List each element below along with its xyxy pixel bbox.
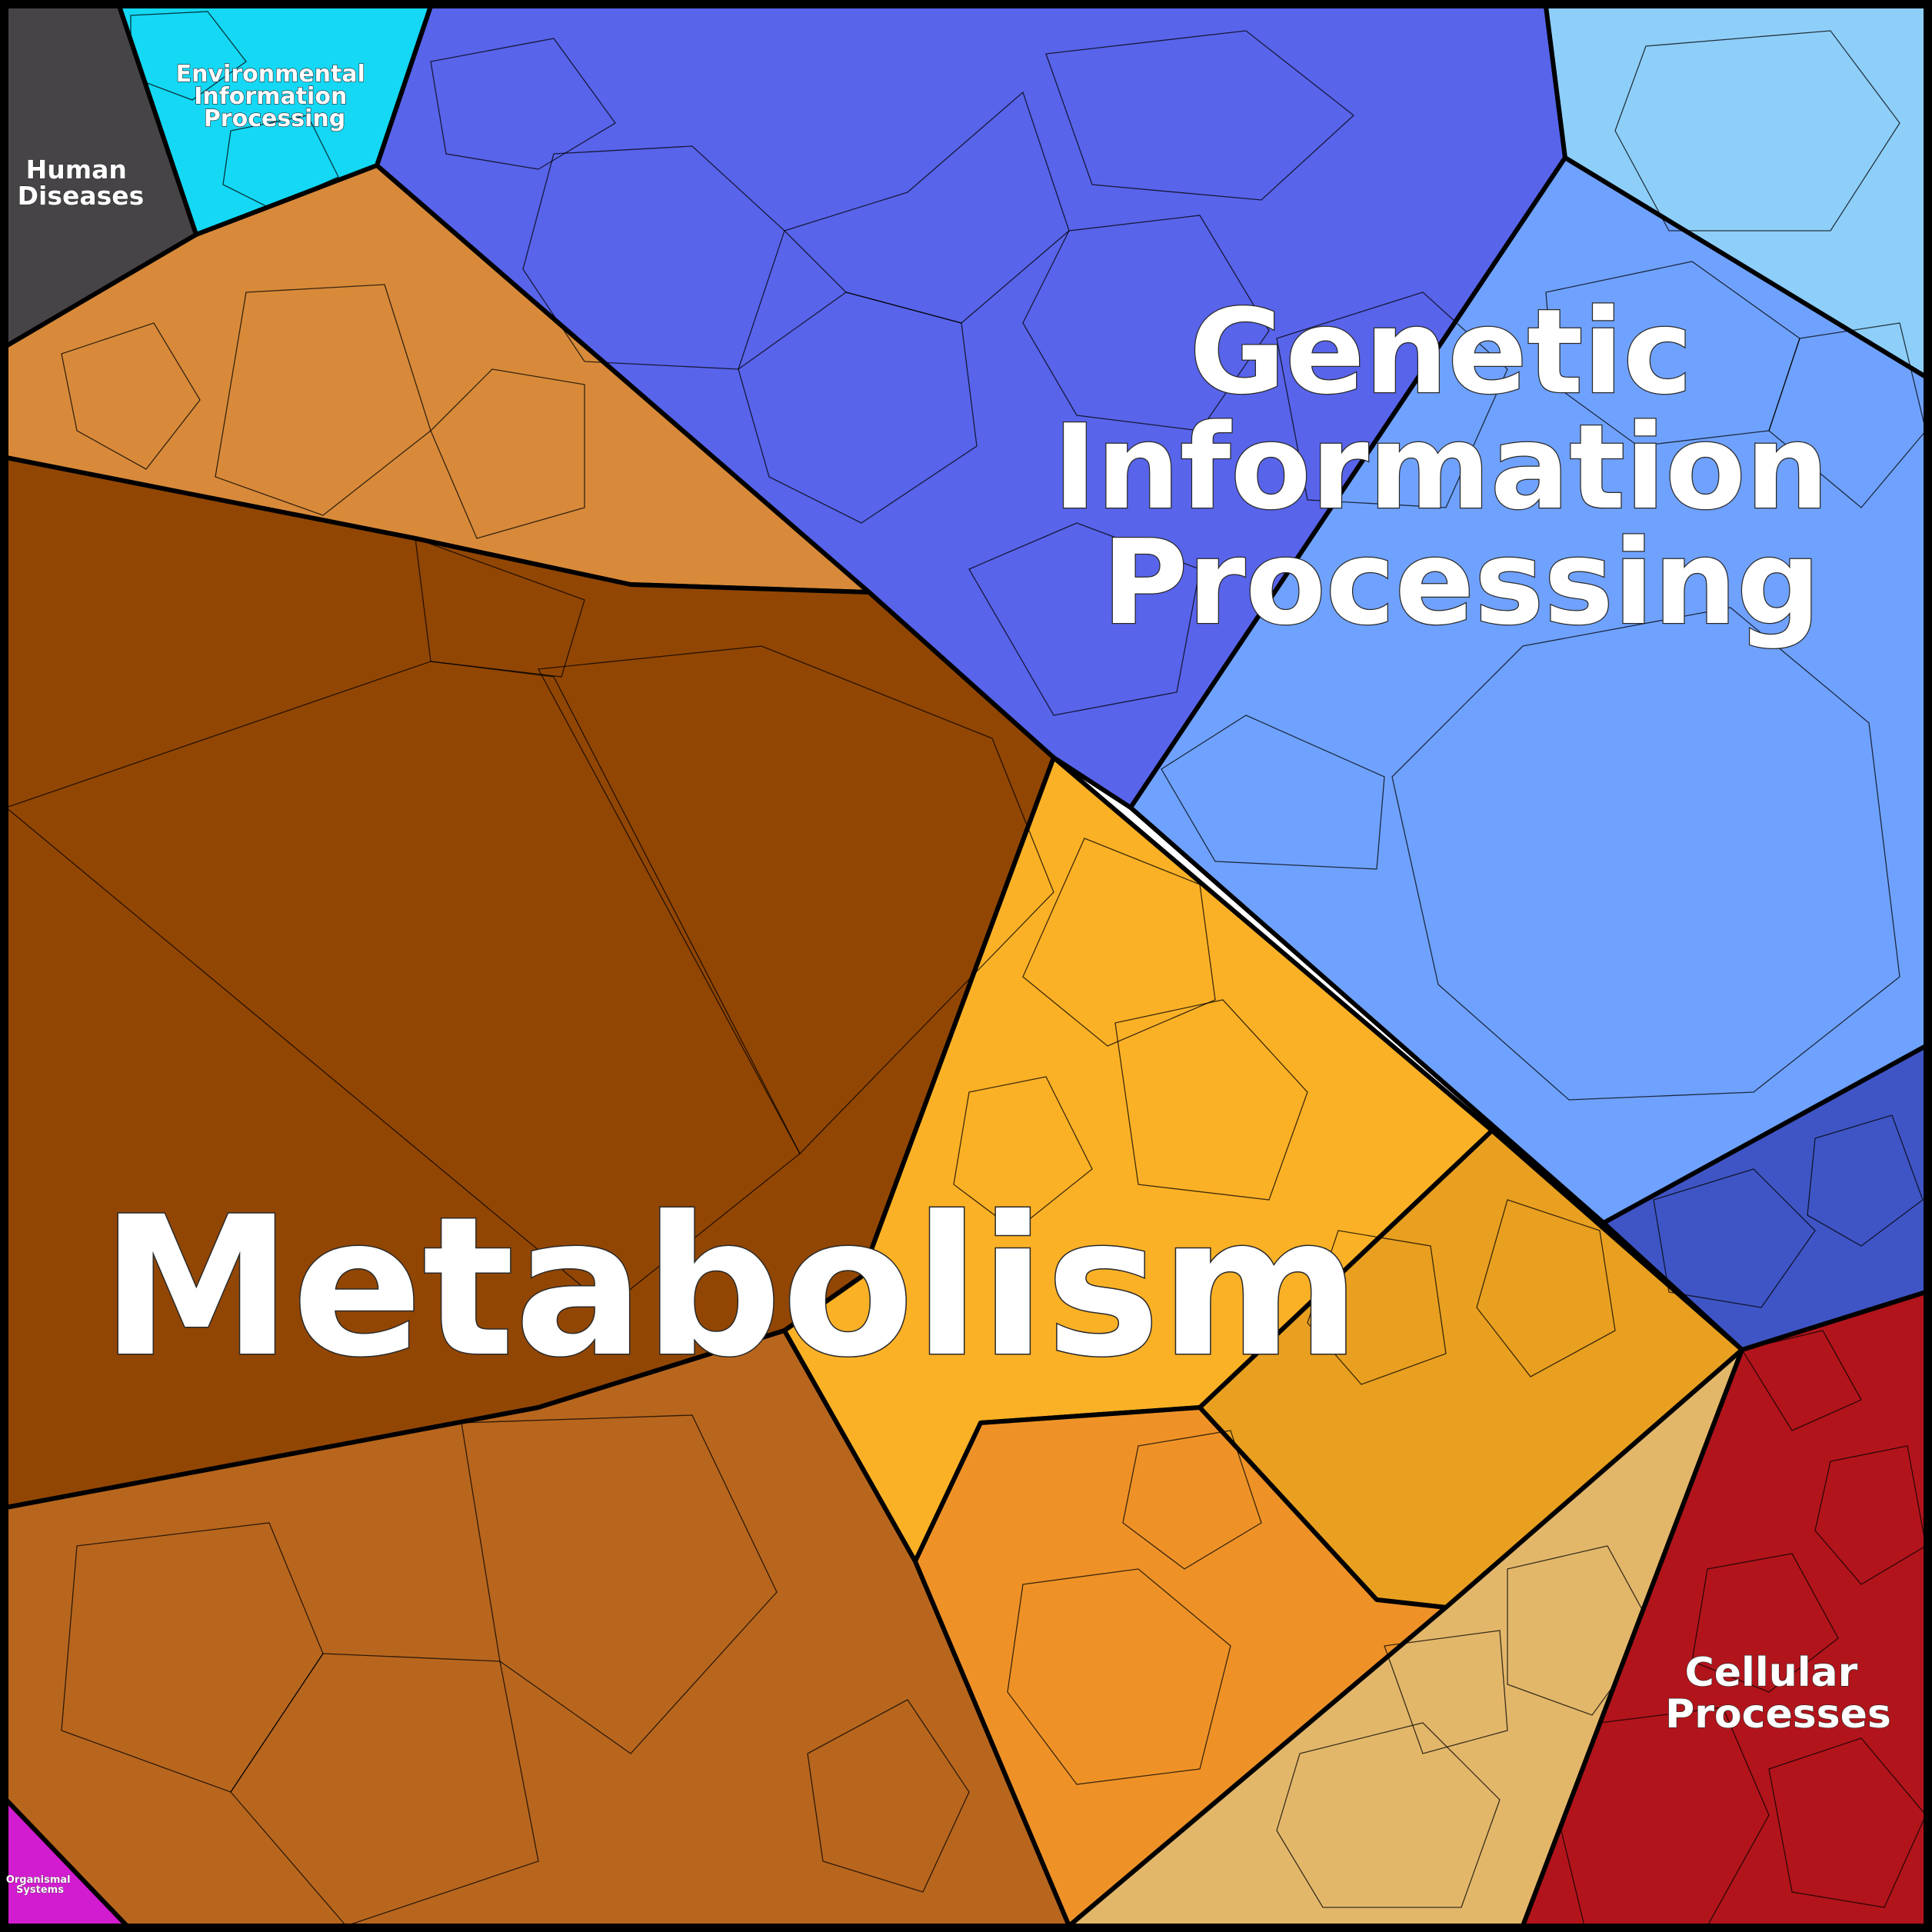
genetic-subcell — [430, 38, 616, 170]
label-environmental-line-1: Environmental — [176, 61, 365, 88]
genetic-subcell — [1768, 322, 1927, 508]
metabolism-subcell — [1476, 1199, 1616, 1377]
metabolism-subcell — [1307, 1230, 1447, 1385]
label-genetic-line-2: Information — [1053, 399, 1829, 535]
genetic-subcell — [1161, 715, 1385, 870]
metabolism-subcell — [537, 645, 1054, 1155]
environmental-subcell — [222, 115, 339, 208]
label-cellular-line-1: Cellular — [1685, 1650, 1858, 1696]
label-genetic: Genetic Information Processing — [1053, 284, 1870, 651]
label-metabolism-line: Metabolism — [101, 1175, 1361, 1399]
label-organismal-line-1: Organismal — [6, 1874, 71, 1886]
metabolism-subcell — [1022, 838, 1216, 1047]
metabolism-subcell — [1276, 1722, 1501, 1908]
label-human-line-2: Diseases — [18, 181, 145, 211]
metabolism-subcell — [1114, 999, 1308, 1201]
category-metabolism[interactable] — [4, 163, 1744, 1928]
metabolism-subcell — [215, 284, 431, 516]
cellular-subcell — [1814, 1445, 1927, 1585]
label-cellular: Cellular Processes — [1665, 1650, 1891, 1737]
metabolism-subcell — [953, 1076, 1093, 1231]
label-human-line-1: Human — [26, 155, 127, 185]
label-environmental-line-3: Processing — [204, 105, 345, 132]
label-cellular-line-2: Processes — [1665, 1691, 1891, 1737]
genetic-subcell — [1276, 291, 1508, 508]
label-genetic-line-3: Processing — [1102, 515, 1820, 651]
genetic-subcell — [1391, 607, 1900, 1101]
cellular-subcell — [1768, 1737, 1927, 1908]
label-genetic-line-1: Genetic — [1190, 284, 1693, 420]
genetic-subcell — [1807, 1114, 1924, 1247]
label-human: Human Diseases — [18, 155, 145, 211]
label-environmental: Environmental Information Processing — [176, 61, 374, 132]
cellular-subcell — [1691, 1553, 1839, 1693]
label-metabolism: Metabolism — [101, 1175, 1361, 1399]
metabolism-subcell — [807, 1699, 970, 1893]
genetic-subcell — [1653, 1168, 1816, 1308]
label-organismal: Organismal Systems — [6, 1874, 74, 1896]
metabolism-subcell — [1007, 1568, 1231, 1785]
genetic-subcell — [1614, 30, 1900, 232]
genetic-subcell — [968, 522, 1201, 716]
metabolism-subcell — [5, 661, 801, 1308]
metabolism-subcell — [230, 1653, 539, 1927]
genetic-subcell — [1045, 30, 1355, 201]
metabolism-subcell — [1122, 1430, 1262, 1570]
metabolism-subcell — [61, 322, 201, 470]
category-genetic[interactable] — [375, 4, 1928, 1352]
cellular-subcell — [1740, 1330, 1862, 1431]
metabolism-subcell — [430, 368, 585, 539]
genetic-subcell — [1022, 215, 1270, 431]
label-organismal-line-2: Systems — [16, 1884, 64, 1896]
metabolism-subcell — [415, 538, 585, 678]
metabolism-subcell — [1384, 1630, 1508, 1754]
metabolism-subcell — [461, 1414, 778, 1754]
label-environmental-line-2: Information — [194, 83, 347, 110]
